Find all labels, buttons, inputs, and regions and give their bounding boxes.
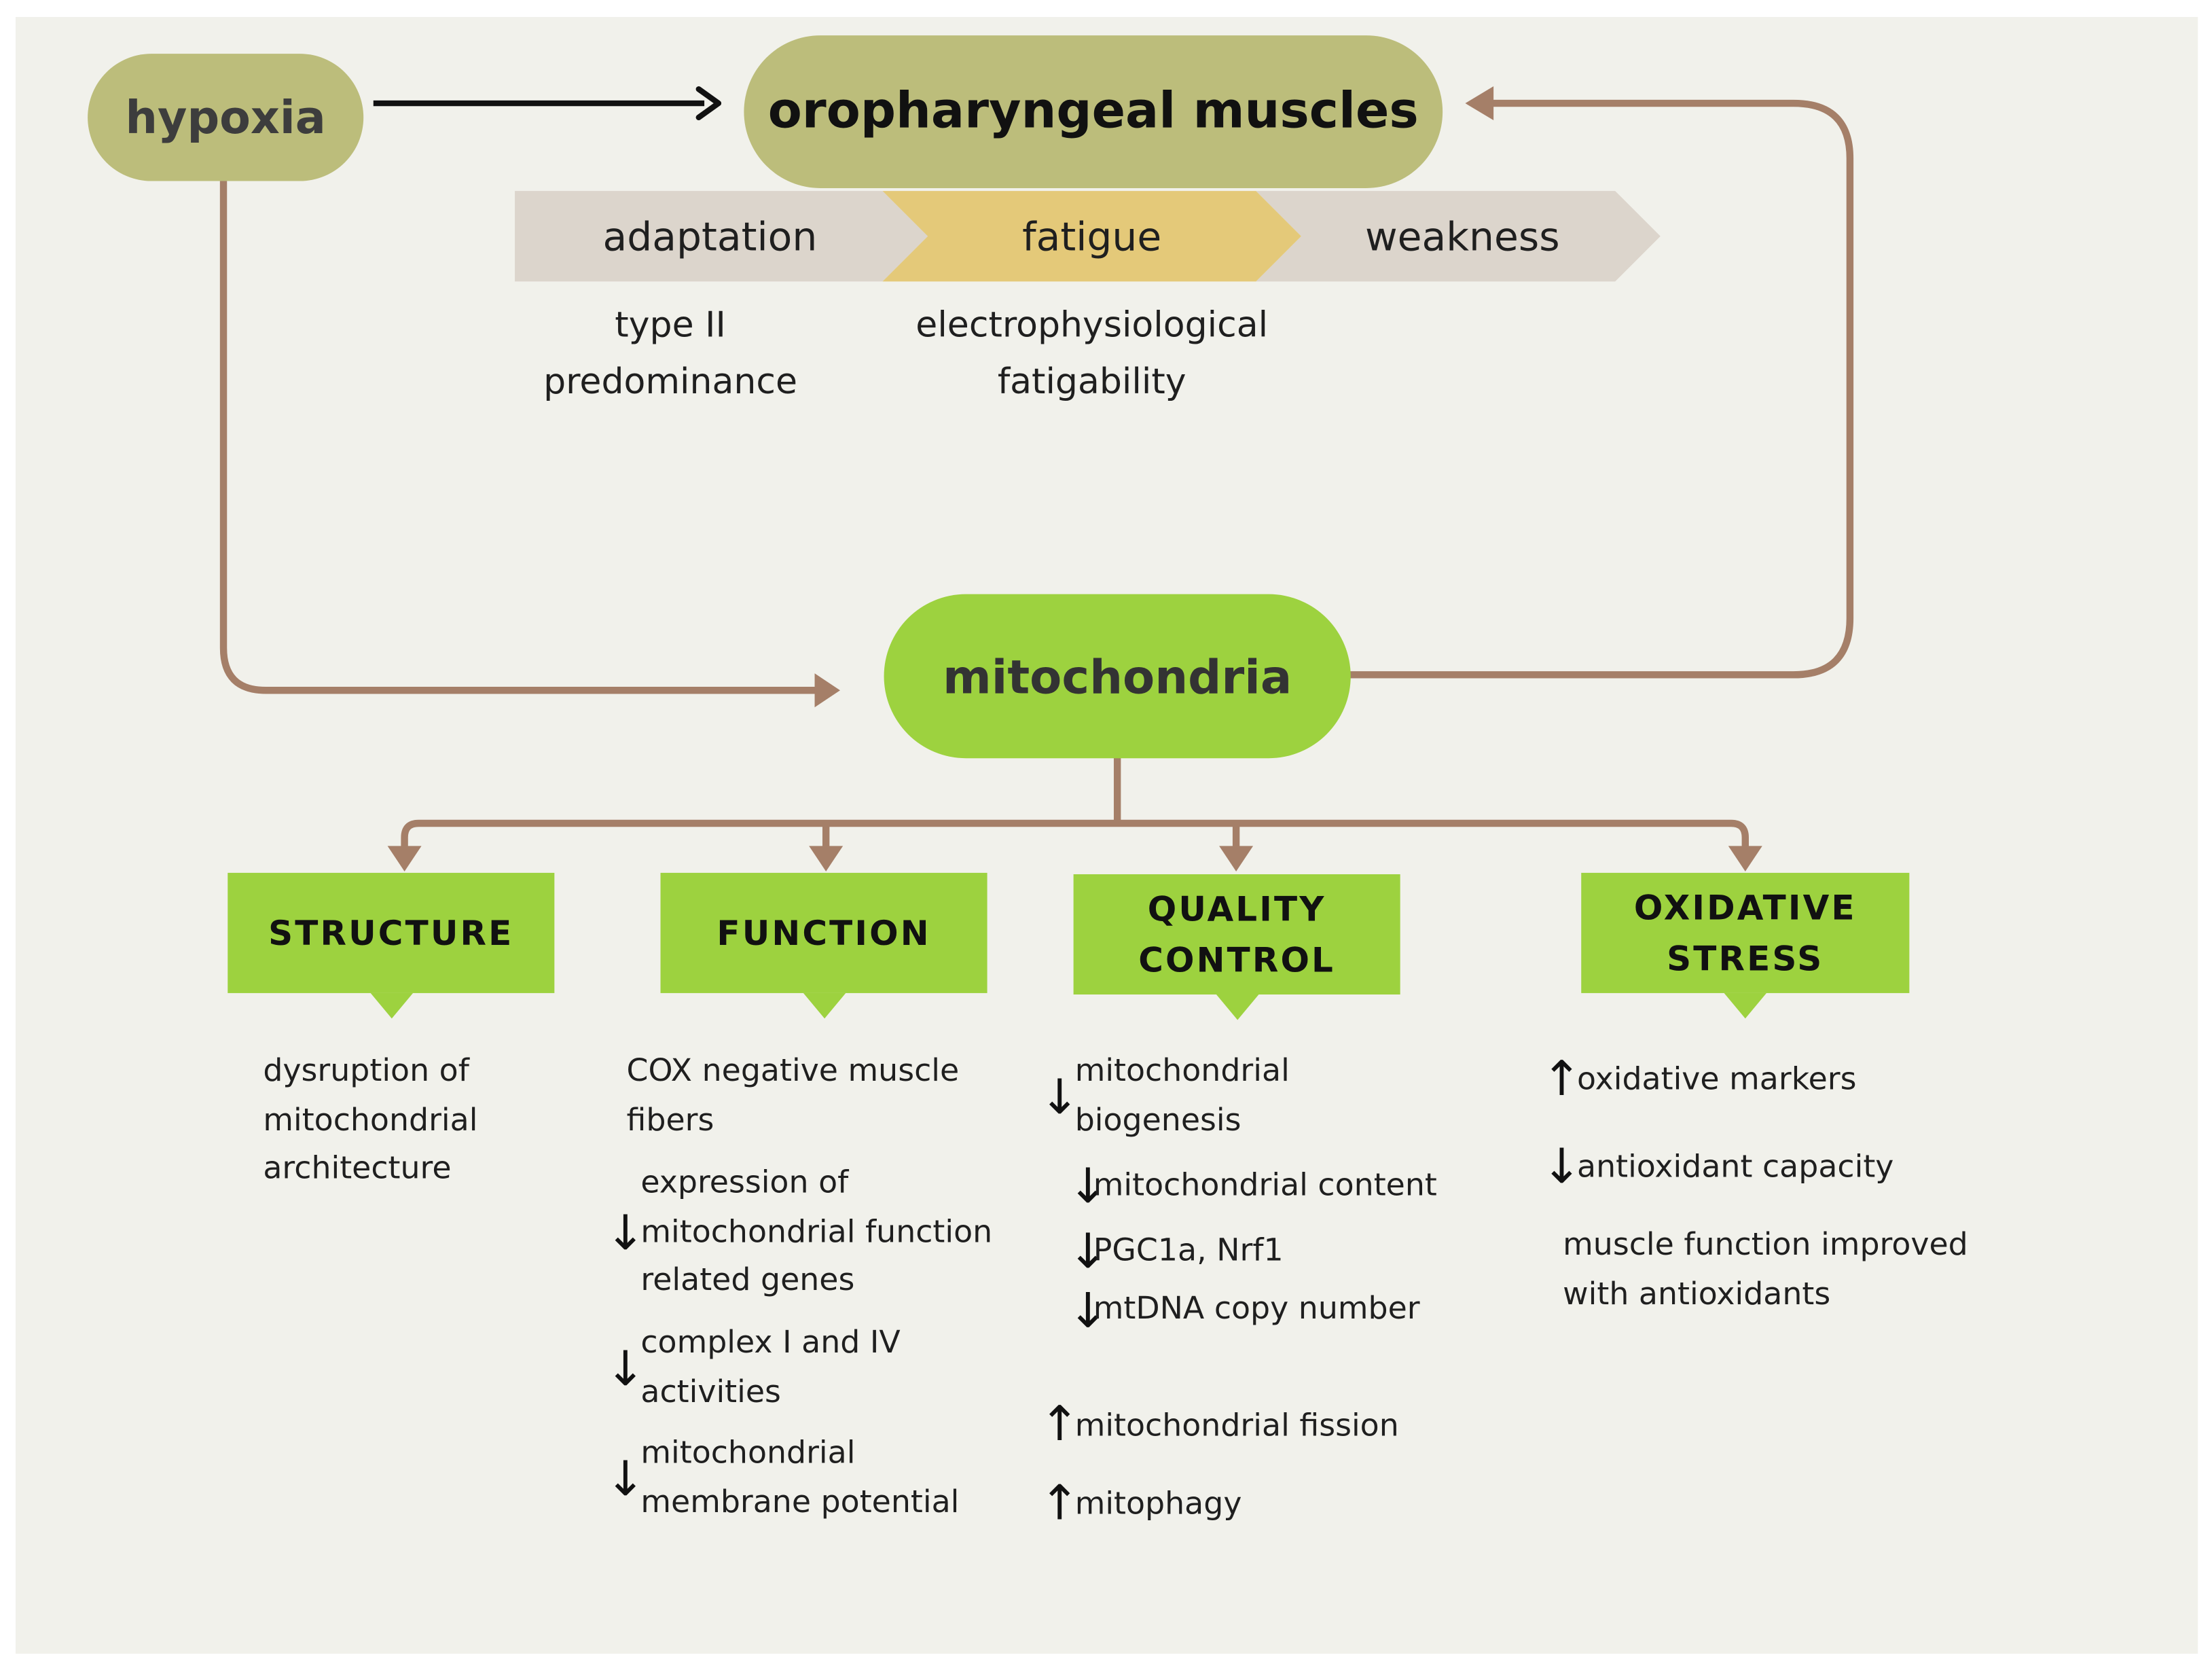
adaptation-note-line: predominance [543,361,798,402]
oxidative-stress-item: muscle function improved with antioxidan… [1563,1227,1968,1312]
stage-weakness-label: weakness [1364,213,1560,260]
fatigue-note-line: fatigability [997,361,1186,402]
function-label: FUNCTION [717,913,931,953]
fatigue-note-line: electrophysiological [915,304,1269,346]
quality-control-box: QUALITY CONTROL [1073,874,1400,1020]
diagram-background [15,16,2198,1654]
branch-function-arrowhead [809,846,844,872]
hypoxia-to-mitochondria-line [219,181,818,694]
down-arrow-icon: ↓ [605,1205,646,1262]
quality-control-item: mitochondrial fission [1074,1409,1399,1445]
mitochondria-label: mitochondria [943,648,1292,704]
branch-oxidative-arrowhead [1728,846,1762,872]
branch-structure-arrowhead [387,846,422,872]
mitochondria-to-muscles-arrowhead [1465,86,1494,121]
quality-control-item: mtDNA copy number [1093,1291,1420,1327]
down-arrow-icon: ↓ [605,1341,646,1398]
function-item: mitochondrial membrane potential [640,1435,960,1520]
stage-adaptation-label: adaptation [602,213,818,260]
oxidative-stress-label: OXIDATIVE STRESS [1633,887,1857,979]
up-arrow-icon: ↑ [1039,1396,1080,1453]
down-arrow-icon: ↓ [1068,1283,1108,1340]
structure-item: dysruption of mitochondrial architecture [263,1054,478,1187]
quality-control-item: PGC1a, Nrf1 [1093,1233,1284,1270]
quality-control-item: mitophagy [1074,1486,1242,1522]
quality-control-item: mitochondrial content [1093,1168,1437,1204]
mitochondria-to-muscles-line [1349,99,1854,679]
stage-fatigue-note: electrophysiological fatigability [880,297,1304,410]
function-item: complex I and IV activities [640,1325,901,1410]
hypoxia-node: hypoxia [88,54,364,181]
down-arrow-icon: ↓ [1068,1223,1108,1280]
hypoxia-label: hypoxia [125,90,326,145]
up-arrow-icon: ↑ [1541,1051,1582,1108]
stage-adaptation-note: type II predominance [501,297,840,410]
branch-quality-arrowhead [1219,846,1254,872]
oropharyngeal-muscles-label: oropharyngeal muscles [767,83,1419,141]
down-arrow-icon: ↓ [1541,1139,1582,1196]
stage-fatigue-shape [882,191,1301,282]
quality-control-label: QUALITY CONTROL [1138,889,1336,980]
up-arrow-icon: ↑ [1039,1475,1080,1532]
category-branch-line [401,819,1749,849]
structure-label: STRUCTURE [268,913,514,953]
down-arrow-icon: ↓ [1068,1158,1108,1215]
function-item: expression of mitochondrial function rel… [640,1165,993,1299]
adaptation-note-line: type II [615,304,726,346]
quality-control-item: mitochondrial biogenesis [1074,1054,1290,1139]
stage-fatigue-label: fatigue [1022,213,1162,260]
function-box: FUNCTION [660,872,987,1019]
hypoxia-to-mitochondria-arrowhead [814,673,841,708]
oxidative-stress-item: oxidative markers [1576,1062,1857,1098]
oxidative-stress-item: antioxidant capacity [1576,1150,1894,1186]
hypoxia-to-muscles-arrowhead [695,86,722,121]
structure-box: STRUCTURE [228,872,555,1019]
stage-adaptation-shape [515,191,928,282]
stage-weakness-shape [1256,191,1661,282]
oropharyngeal-muscles-node: oropharyngeal muscles [744,35,1443,188]
mitochondria-node: mitochondria [884,594,1351,759]
oxidative-stress-box: OXIDATIVE STRESS [1581,872,1910,1019]
down-arrow-icon: ↓ [1039,1069,1080,1126]
down-arrow-icon: ↓ [605,1451,646,1508]
function-item: COX negative muscle fibers [626,1054,960,1139]
